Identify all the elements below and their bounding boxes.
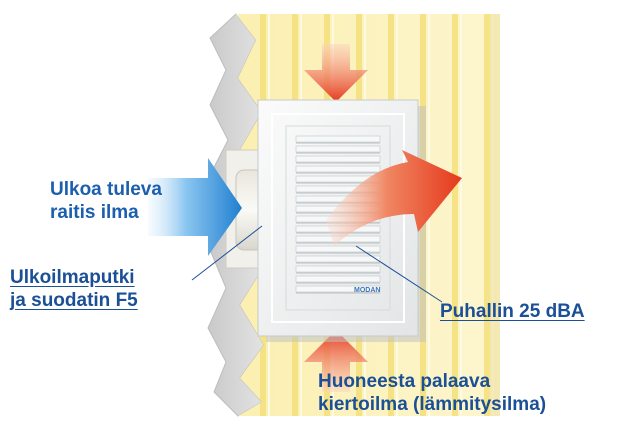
duct-leader-line (191, 225, 263, 281)
fan-label: Puhallin 25 dBA (440, 300, 585, 323)
fresh-air-label: Ulkoa tuleva raitis ilma (50, 178, 162, 224)
grille-slat (295, 135, 381, 143)
arrow-right-icon (148, 158, 242, 256)
grille-slat (295, 155, 381, 163)
return-air-label-line-1: Huoneesta palaava (318, 371, 491, 392)
brand-logo: MODAN (354, 287, 380, 294)
grille-slat (295, 265, 381, 273)
wall-edge-shadow (490, 14, 500, 416)
duct-filter-label-line-2: ja suodatin F5 (10, 290, 138, 311)
grille-slat (295, 275, 381, 283)
return-air-label-line-2: kiertoilma (lämmitysilma) (318, 394, 547, 415)
grille-slat (295, 285, 381, 293)
duct-filter-label: Ulkoilmaputki ja suodatin F5 (10, 266, 138, 312)
grille-slat (295, 245, 381, 253)
fresh-air-label-line-2: raitis ilma (50, 202, 139, 223)
arrow-up-icon (304, 330, 368, 392)
arrow-down-icon (304, 44, 368, 102)
duct-filter-label-line-1: Ulkoilmaputki (10, 267, 135, 288)
fresh-air-label-line-1: Ulkoa tuleva (50, 179, 162, 200)
return-air-label: Huoneesta palaava kiertoilma (lämmitysil… (318, 370, 546, 416)
grille-slat (295, 165, 381, 173)
fan-label-text: Puhallin 25 dBA (440, 301, 585, 322)
arrow-up-right-icon (326, 150, 462, 246)
grille-slat (295, 255, 381, 263)
unit-bevel (271, 113, 405, 323)
grille-slat (295, 145, 381, 153)
unit-bevel-inner (285, 125, 391, 311)
fan-leader-line (355, 245, 443, 303)
